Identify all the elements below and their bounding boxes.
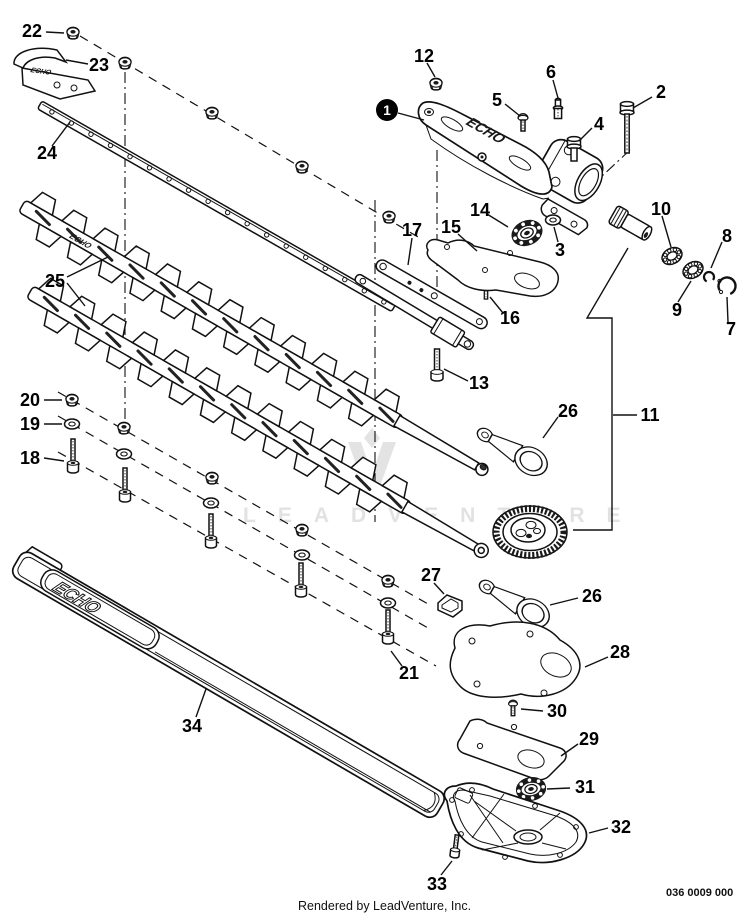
washer-fastener [202, 497, 220, 509]
part-label-4[interactable]: 4 [593, 114, 605, 134]
part-label-21[interactable]: 21 [398, 663, 420, 683]
part-24-drawing [37, 101, 396, 312]
part-label-32[interactable]: 32 [610, 817, 632, 837]
part-label-23[interactable]: 23 [88, 55, 110, 75]
part-label-34[interactable]: 34 [181, 716, 203, 736]
part-8-drawing [702, 270, 716, 284]
part-label-6[interactable]: 6 [545, 62, 557, 82]
part-34-drawing: ECHO [11, 545, 446, 819]
bolt-fastener [118, 467, 132, 503]
nut-fastener [118, 56, 132, 70]
part-17-lower-bar [354, 273, 475, 351]
part-label-9[interactable]: 9 [671, 300, 683, 320]
part-label-1[interactable]: 1 [376, 99, 398, 121]
part-4-drawing [566, 135, 582, 162]
part-label-30[interactable]: 30 [546, 701, 568, 721]
nut-fastener [205, 106, 219, 120]
part-label-22[interactable]: 22 [21, 21, 43, 41]
part-33-drawing [449, 833, 461, 859]
part-label-11[interactable]: 11 [640, 405, 660, 425]
bolt-fastener [381, 609, 395, 645]
part-label-31[interactable]: 31 [574, 777, 596, 797]
part-25-lower-blade [27, 277, 489, 559]
part-1-drawing: ECHO [417, 101, 604, 236]
part-label-26[interactable]: 26 [581, 586, 603, 606]
part-label-13[interactable]: 13 [468, 373, 490, 393]
washer-fastener [63, 418, 81, 430]
part-25-upper-blade: ECHO [19, 191, 489, 477]
part-label-29[interactable]: 29 [578, 729, 600, 749]
bolt-fastener [294, 562, 308, 598]
part-label-24[interactable]: 24 [36, 143, 58, 163]
part-label-3[interactable]: 3 [554, 240, 566, 260]
part-label-27[interactable]: 27 [420, 565, 442, 585]
part-label-20[interactable]: 20 [19, 390, 41, 410]
part-10-drawing [658, 243, 686, 269]
washer-fastener [379, 597, 397, 609]
part-label-5[interactable]: 5 [491, 90, 503, 110]
part-label-8[interactable]: 8 [721, 226, 733, 246]
part-label-18[interactable]: 18 [19, 448, 41, 468]
part-6-drawing [552, 97, 564, 120]
nut-fastener [205, 471, 219, 485]
rendered-by-text: Rendered by LeadVenture, Inc. [298, 899, 472, 913]
document-code: 036 0009 000 [666, 887, 734, 899]
part-label-25[interactable]: 25 [44, 271, 66, 291]
part-26-lower-drawing [478, 579, 550, 629]
part-11-gear-drawing [492, 505, 568, 559]
nut-fastener [381, 574, 395, 588]
washer-fastener [293, 549, 311, 561]
part-11-pinion-drawing [608, 205, 653, 241]
part-label-16[interactable]: 16 [499, 308, 521, 328]
nut-fastener [429, 77, 443, 91]
part-17-drawing [375, 259, 488, 330]
nut-fastener [66, 26, 80, 40]
part-14-drawing [509, 217, 545, 250]
part-label-15[interactable]: 15 [440, 217, 462, 237]
part-29-drawing [456, 718, 567, 781]
nut-fastener [65, 393, 79, 407]
part-28-drawing [449, 621, 581, 698]
part-7-drawing [717, 276, 737, 296]
part-26-upper-drawing [476, 427, 548, 477]
tip-guard-echo-logo: ECHO [29, 66, 52, 76]
part-30-drawing [508, 699, 518, 717]
part-9-drawing [679, 257, 707, 283]
part-15-drawing [426, 238, 560, 298]
washer-fastener [544, 214, 562, 226]
part-label-7[interactable]: 7 [725, 319, 737, 339]
part-11-bracket [573, 247, 629, 531]
part-label-33[interactable]: 33 [426, 874, 448, 894]
part-label-26[interactable]: 26 [557, 401, 579, 421]
part-label-28[interactable]: 28 [609, 642, 631, 662]
part-label-2[interactable]: 2 [655, 82, 667, 102]
nut-fastener [117, 421, 131, 435]
nut-fastener [295, 523, 309, 537]
nut-fastener [382, 210, 396, 224]
bolt-fastener [204, 513, 218, 549]
part-label-19[interactable]: 19 [19, 414, 41, 434]
part-32-drawing [443, 782, 588, 864]
nut-fastener [295, 160, 309, 174]
washer-fastener [115, 448, 133, 460]
part-label-14[interactable]: 14 [469, 200, 491, 220]
part-2-drawing [619, 100, 635, 154]
part-label-12[interactable]: 12 [413, 46, 435, 66]
part-27-drawing [437, 594, 463, 618]
part-label-10[interactable]: 10 [650, 199, 672, 219]
part-label-17[interactable]: 17 [401, 220, 423, 240]
bolt-fastener [66, 438, 80, 474]
part-13-drawing [430, 348, 444, 382]
part-23-drawing: ECHO [13, 47, 97, 100]
